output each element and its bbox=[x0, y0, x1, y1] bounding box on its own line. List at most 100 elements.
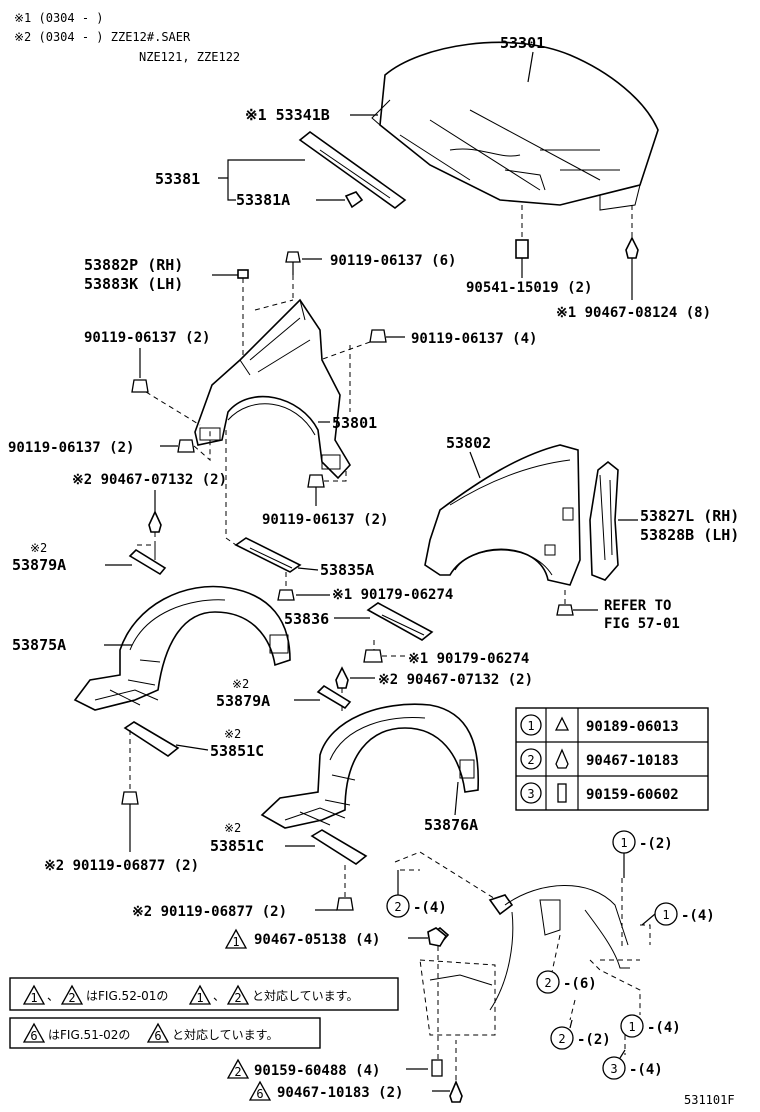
label-bolt-c: 90119-06137 (4) bbox=[411, 331, 537, 347]
note-1: ※1 (0304 - ) bbox=[14, 11, 104, 25]
note-3: NZE121, ZZE122 bbox=[139, 50, 240, 64]
label-refer: REFER TO bbox=[604, 598, 671, 614]
label-hood-clip: ※1 90467-08124 (8) bbox=[556, 305, 711, 321]
callout-qty-1: -(2) bbox=[639, 836, 673, 852]
callout-num-5: 2 bbox=[558, 1032, 565, 1046]
callout-qty-3: -(4) bbox=[413, 900, 447, 916]
label-hood-seal: ※1 53341B bbox=[245, 106, 330, 124]
label-tri2: 90159-60488 (4) bbox=[254, 1063, 380, 1079]
bolt-icon bbox=[285, 251, 301, 263]
legend-num-3: 3 bbox=[527, 787, 534, 801]
triangle-num-6: 6 bbox=[256, 1087, 263, 1101]
brace2-drawing bbox=[366, 602, 434, 641]
label-clip-b: ※2 90467-07132 (2) bbox=[378, 672, 533, 688]
label-tri1: 90467-05138 (4) bbox=[254, 932, 380, 948]
label-hood-bump: 90541-15019 (2) bbox=[466, 280, 592, 296]
hood-bump-icon bbox=[515, 239, 529, 259]
legend-num-1: 1 bbox=[527, 719, 534, 733]
bolt-icon bbox=[121, 791, 139, 805]
callout-num-3: 2 bbox=[394, 900, 401, 914]
label-panel-lh: 53828B (LH) bbox=[640, 526, 739, 544]
label-seal-c: 53851C bbox=[210, 742, 264, 760]
label-liner-lh: 53876A bbox=[424, 816, 478, 834]
label-bracket-rh: 53882P (RH) bbox=[84, 256, 183, 274]
seal-d-drawing bbox=[310, 829, 368, 865]
liner-rh-drawing bbox=[73, 585, 291, 711]
box1-tri-a: 1 bbox=[30, 991, 37, 1005]
legend-pn-3: 90159-60602 bbox=[586, 787, 679, 803]
seal-a-drawing bbox=[128, 548, 167, 576]
mark-a: ※2 bbox=[30, 541, 47, 555]
legend-table bbox=[515, 707, 709, 811]
box1-sep-a: 、 bbox=[47, 989, 59, 1003]
box2-tri-a: 6 bbox=[30, 1029, 37, 1043]
callout-qty-7: -(4) bbox=[629, 1062, 663, 1078]
callout-circle-7 bbox=[602, 1056, 626, 1080]
label-fender: 53802 bbox=[446, 434, 491, 452]
brace-drawing bbox=[234, 537, 302, 573]
screw-icon bbox=[277, 589, 295, 601]
screw-icon bbox=[554, 716, 570, 731]
box1-sep-b: 、 bbox=[213, 989, 225, 1003]
label-bracket-lh: 53883K (LH) bbox=[84, 275, 183, 293]
label-bolt-e: 90119-06137 (2) bbox=[262, 512, 388, 528]
legend-circle-2 bbox=[520, 748, 542, 770]
callout-circle-4 bbox=[536, 970, 560, 994]
bracket-tab-icon bbox=[237, 269, 249, 279]
triangle-mark-1 bbox=[224, 928, 248, 949]
legend-pn-1: 90189-06013 bbox=[586, 719, 679, 735]
label-refer-fig: FIG 57-01 bbox=[604, 616, 680, 632]
note-box-2: 6 はFIG.51-02の 6 と対応しています。 bbox=[9, 1017, 321, 1049]
seal-b-drawing bbox=[316, 684, 352, 710]
label-seal-a: 53879A bbox=[12, 556, 66, 574]
note-box-1: 1 、 2 はFIG.52-01の 1 、 2 と対応しています。 bbox=[9, 977, 399, 1011]
hood-drawing bbox=[371, 41, 659, 211]
clip-icon bbox=[335, 666, 349, 689]
clip-icon bbox=[148, 510, 162, 533]
seal-c-drawing bbox=[123, 721, 180, 757]
seal-strip-drawing bbox=[298, 130, 407, 210]
box1-tri-b: 2 bbox=[68, 991, 75, 1005]
bolt-icon bbox=[336, 897, 354, 911]
note-2: ※2 (0304 - ) ZZE12#.SAER bbox=[14, 30, 191, 44]
label-seal-d: 53851C bbox=[210, 837, 264, 855]
mark-b: ※2 bbox=[232, 677, 249, 691]
box2-text-b: と対応しています。 bbox=[172, 1028, 278, 1042]
label-bolt-g: ※2 90119-06877 (2) bbox=[132, 904, 287, 920]
label-liner-rh: 53875A bbox=[12, 636, 66, 654]
callout-qty-4: -(6) bbox=[563, 976, 597, 992]
hood-clip-icon bbox=[625, 236, 639, 259]
box1-tri-c: 1 bbox=[196, 991, 203, 1005]
fender-panel-drawing bbox=[589, 460, 619, 581]
label-bolt-f: ※2 90119-06877 (2) bbox=[44, 858, 199, 874]
callout-num-1: 1 bbox=[620, 836, 627, 850]
box1-text-b: と対応しています。 bbox=[252, 989, 358, 1003]
label-apron: 53801 bbox=[332, 414, 377, 432]
callout-qty-6: -(4) bbox=[647, 1020, 681, 1036]
label-screw-a: ※1 90179-06274 bbox=[332, 587, 453, 603]
callout-circle-6 bbox=[620, 1014, 644, 1038]
clip-icon bbox=[344, 191, 364, 209]
label-brace: 53835A bbox=[320, 561, 374, 579]
legend-num-2: 2 bbox=[527, 753, 534, 767]
label-tri6: 90467-10183 (2) bbox=[277, 1085, 403, 1101]
triangle-num-2: 2 bbox=[234, 1065, 241, 1079]
apron-drawing bbox=[194, 298, 351, 480]
callout-num-2: 1 bbox=[662, 908, 669, 922]
bolt-icon bbox=[557, 783, 567, 803]
label-bolt-d: 90119-06137 (2) bbox=[8, 440, 134, 456]
legend-circle-3 bbox=[520, 782, 542, 804]
callout-qty-2: -(4) bbox=[681, 908, 715, 924]
triangle-num-1: 1 bbox=[232, 935, 239, 949]
label-seal-b: 53879A bbox=[216, 692, 270, 710]
screw-icon bbox=[431, 1059, 443, 1077]
box1-tri-d: 2 bbox=[234, 991, 241, 1005]
box2-text-a: はFIG.51-02の bbox=[48, 1028, 130, 1042]
label-seal-clip: 53381A bbox=[236, 191, 290, 209]
liner-lh-drawing bbox=[260, 703, 480, 829]
clip-icon bbox=[427, 927, 448, 947]
label-panel-rh: 53827L (RH) bbox=[640, 507, 739, 525]
callout-qty-5: -(2) bbox=[577, 1032, 611, 1048]
callout-circle-5 bbox=[550, 1026, 574, 1050]
